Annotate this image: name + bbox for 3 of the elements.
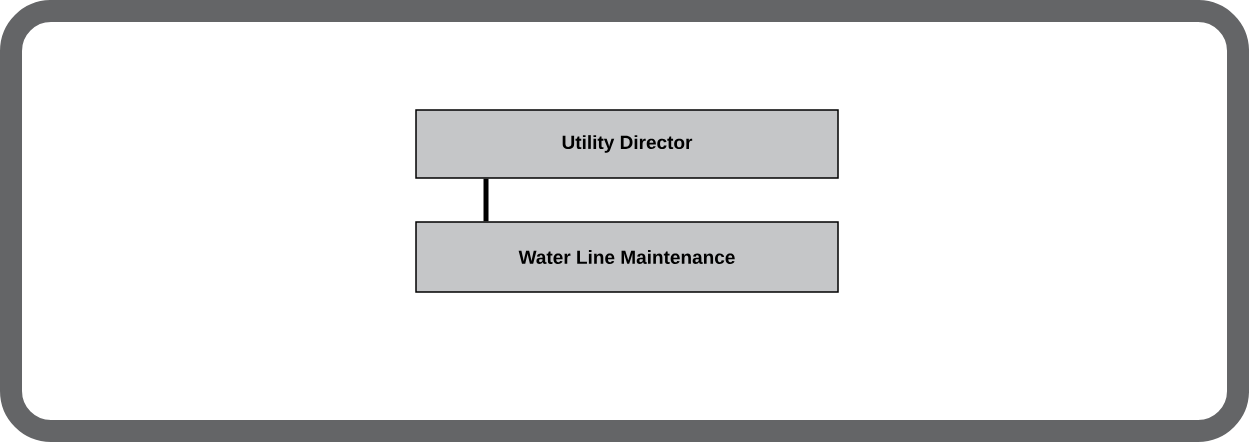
org-box: Water Line Maintenance <box>415 221 839 293</box>
org-box: Utility Director <box>415 109 839 179</box>
connector-line <box>483 178 489 222</box>
